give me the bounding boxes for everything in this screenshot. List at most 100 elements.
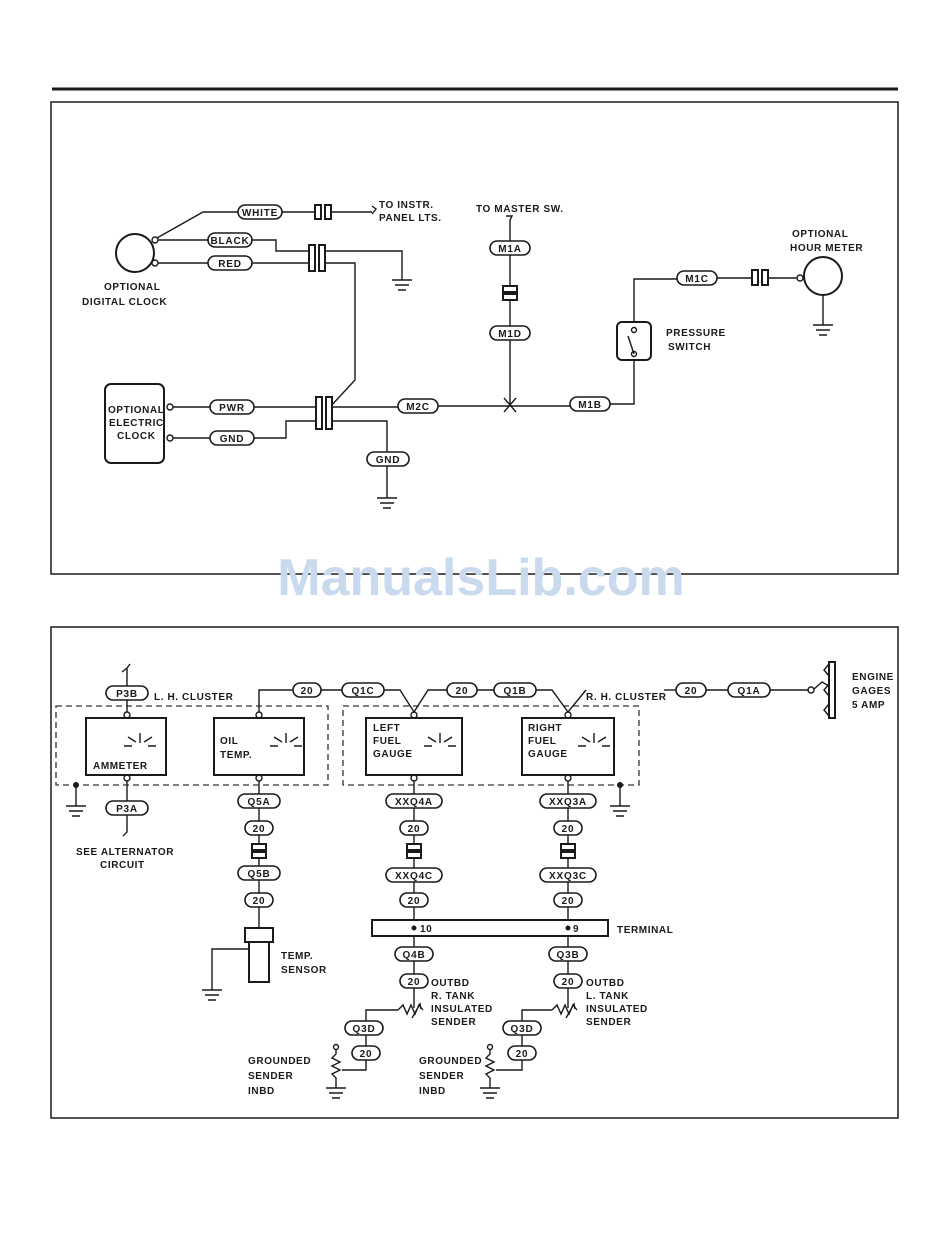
temp-sensor-label-1: TEMP. bbox=[281, 951, 313, 962]
wire-20-q5b: 20 bbox=[253, 896, 266, 907]
engine-gages-label-3: 5 AMP bbox=[852, 700, 885, 711]
wire-20-c: 20 bbox=[685, 686, 698, 697]
wire-20-4c: 20 bbox=[408, 896, 421, 907]
grounded-left-label-2: SENDER bbox=[248, 1071, 293, 1082]
wire-20-3b: 20 bbox=[562, 977, 575, 988]
wire-black: BLACK bbox=[211, 236, 250, 247]
left-fuel-label-1: LEFT bbox=[373, 723, 400, 734]
digital-clock-symbol bbox=[115, 233, 155, 273]
grounded-sender-left-symbol bbox=[326, 1050, 346, 1099]
wire-m1c: M1C bbox=[685, 274, 709, 285]
right-fuel-label-1: RIGHT bbox=[528, 723, 562, 734]
wire-q1a: Q1A bbox=[738, 686, 761, 697]
wire-20-b: 20 bbox=[456, 686, 469, 697]
top-diagram-frame bbox=[50, 101, 899, 575]
grounded-right-label-2: SENDER bbox=[419, 1071, 464, 1082]
outbd-l-label-4: SENDER bbox=[586, 1017, 631, 1028]
grounded-left-label-3: INBD bbox=[248, 1086, 275, 1097]
outbd-r-label-1: OUTBD bbox=[431, 978, 470, 989]
terminal-strip bbox=[371, 919, 609, 937]
outbd-l-label-3: INSULATED bbox=[586, 1004, 648, 1015]
right-fuel-label-3: GAUGE bbox=[528, 749, 568, 760]
wire-20-q5a: 20 bbox=[253, 824, 266, 835]
wire-q3d-left: Q3D bbox=[353, 1024, 376, 1035]
wire-20-3d-right: 20 bbox=[516, 1049, 529, 1060]
temp-sensor-label-2: SENSOR bbox=[281, 965, 327, 976]
temp-sensor-symbol bbox=[244, 927, 274, 943]
wire-q3b: Q3B bbox=[557, 950, 580, 961]
oil-temp-box bbox=[213, 717, 305, 776]
terminal-10: 10 bbox=[420, 924, 432, 935]
wire-20-3a: 20 bbox=[562, 824, 575, 835]
electric-clock-label-3: CLOCK bbox=[117, 431, 156, 442]
outbd-l-label-2: L. TANK bbox=[586, 991, 629, 1002]
electric-clock-label-2: ELECTRIC bbox=[109, 418, 164, 429]
ammeter-label: AMMETER bbox=[93, 761, 148, 772]
hour-meter-label-2: HOUR METER bbox=[790, 243, 863, 254]
outbd-r-label-4: SENDER bbox=[431, 1017, 476, 1028]
to-master-label: TO MASTER SW. bbox=[476, 204, 564, 215]
grounded-right-label-3: INBD bbox=[419, 1086, 446, 1097]
lh-cluster-label: L. H. CLUSTER bbox=[154, 692, 234, 703]
wire-xxq3c: XXQ3C bbox=[549, 871, 587, 882]
gauge-cluster-diagram: L. H. CLUSTER R. H. CLUSTER P3B AMMETER … bbox=[50, 626, 899, 1119]
see-alternator-label-1: SEE ALTERNATOR bbox=[76, 847, 174, 858]
wire-20-a: 20 bbox=[301, 686, 314, 697]
terminal-9: 9 bbox=[573, 924, 579, 935]
wire-q1c: Q1C bbox=[352, 686, 375, 697]
wire-gnd-b: GND bbox=[376, 455, 401, 466]
electric-clock-label-1: OPTIONAL bbox=[108, 405, 164, 416]
hour-meter-symbol bbox=[803, 256, 843, 296]
wire-q3d-right: Q3D bbox=[511, 1024, 534, 1035]
panel-lts-label: PANEL LTS. bbox=[379, 213, 442, 224]
wire-p3b: P3B bbox=[116, 689, 138, 700]
grounded-sender-right-symbol bbox=[480, 1050, 500, 1099]
wire-m1a: M1A bbox=[498, 244, 522, 255]
hour-meter-label-1: OPTIONAL bbox=[792, 229, 848, 240]
wire-xxq4c: XXQ4C bbox=[395, 871, 433, 882]
left-fuel-label-3: GAUGE bbox=[373, 749, 413, 760]
pressure-switch-label-1: PRESSURE bbox=[666, 328, 726, 339]
watermark: ManualsLib.com bbox=[277, 549, 684, 607]
wire-m1d: M1D bbox=[498, 329, 522, 340]
outbd-r-label-3: INSULATED bbox=[431, 1004, 493, 1015]
r-tank-sender-symbol bbox=[397, 1002, 424, 1019]
to-instr-label: TO INSTR. bbox=[379, 200, 434, 211]
l-tank-sender-symbol bbox=[551, 1002, 578, 1019]
wire-m1b: M1B bbox=[578, 400, 602, 411]
oil-temp-label-1: OIL bbox=[220, 736, 238, 747]
clock-hourmeter-diagram: OPTIONAL DIGITAL CLOCK WHITE TO INSTR. P… bbox=[50, 101, 899, 575]
wire-20-3c: 20 bbox=[562, 896, 575, 907]
left-fuel-label-2: FUEL bbox=[373, 736, 402, 747]
grounded-left-label-1: GROUNDED bbox=[248, 1056, 311, 1067]
wire-red: RED bbox=[218, 259, 242, 270]
wire-q4b: Q4B bbox=[403, 950, 426, 961]
engine-gages-breaker bbox=[828, 661, 836, 719]
outbd-r-label-2: R. TANK bbox=[431, 991, 475, 1002]
wire-20-4b: 20 bbox=[408, 977, 421, 988]
wire-gnd-a: GND bbox=[220, 434, 245, 445]
digital-clock-label-2: DIGITAL CLOCK bbox=[82, 297, 167, 308]
wire-p3a: P3A bbox=[116, 804, 138, 815]
wire-q1b: Q1B bbox=[504, 686, 527, 697]
engine-gages-label-1: ENGINE bbox=[852, 672, 894, 683]
wire-pwr: PWR bbox=[219, 403, 245, 414]
oil-temp-label-2: TEMP. bbox=[220, 750, 252, 761]
wire-white: WHITE bbox=[242, 208, 278, 219]
grounded-right-label-1: GROUNDED bbox=[419, 1056, 482, 1067]
bottom-diagram-frame bbox=[50, 626, 899, 1119]
outbd-l-label-1: OUTBD bbox=[586, 978, 625, 989]
wire-20-4a: 20 bbox=[408, 824, 421, 835]
electric-clock-box bbox=[104, 383, 165, 464]
rh-cluster-label: R. H. CLUSTER bbox=[586, 692, 667, 703]
pressure-switch-label-2: SWITCH bbox=[668, 342, 711, 353]
wire-xxq4a: XXQ4A bbox=[395, 797, 433, 808]
wire-q5a: Q5A bbox=[248, 797, 271, 808]
wire-20-3d-left: 20 bbox=[360, 1049, 373, 1060]
wire-q5b: Q5B bbox=[248, 869, 271, 880]
terminal-label: TERMINAL bbox=[617, 925, 673, 936]
wire-m2c: M2C bbox=[406, 402, 430, 413]
digital-clock-label-1: OPTIONAL bbox=[104, 282, 160, 293]
right-fuel-label-2: FUEL bbox=[528, 736, 557, 747]
